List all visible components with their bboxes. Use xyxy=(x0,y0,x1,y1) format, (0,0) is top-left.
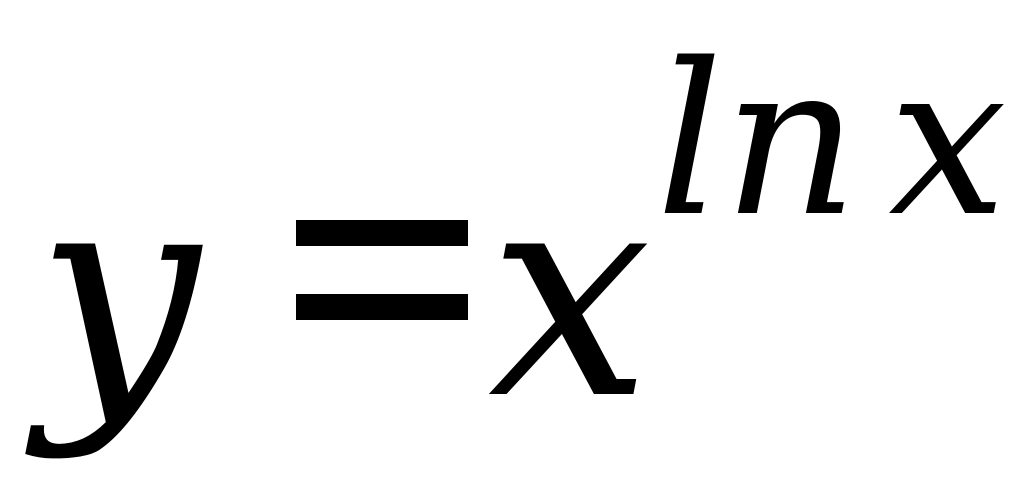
equals-bar-top xyxy=(296,220,468,246)
variable-x-base: x xyxy=(488,126,652,463)
equals-sign: = xyxy=(296,220,468,320)
variable-y: y xyxy=(36,126,200,463)
math-formula: y = x lnx xyxy=(36,0,1016,481)
variable-x-exponent: x xyxy=(888,18,1007,263)
equals-bar-bottom xyxy=(296,294,468,320)
ln-function: ln xyxy=(656,18,859,263)
